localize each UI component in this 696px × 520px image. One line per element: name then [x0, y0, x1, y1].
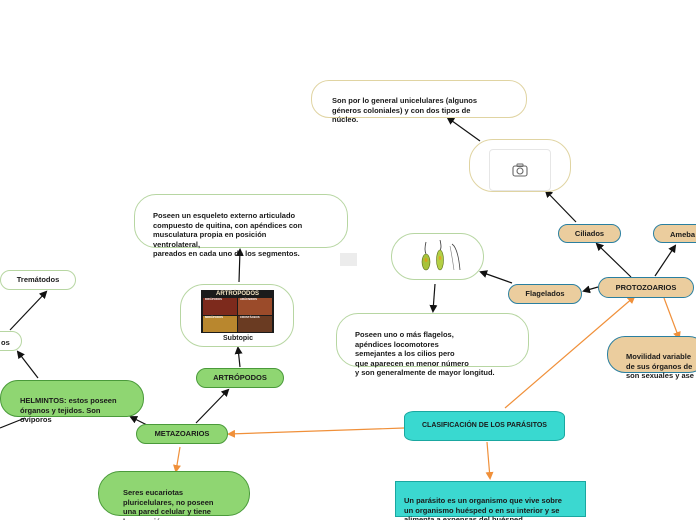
image-placeholder	[489, 149, 551, 191]
link-root-protozoarios	[504, 295, 636, 409]
artropodos-picture: ARTRÓPODOS DIRÁPODOS ARÁCNIDOS MIRIÁPODO…	[201, 290, 274, 333]
artropodos-label: ARTRÓPODOS	[213, 373, 267, 383]
helmintos-text: HELMINTOS: estos poseen órganos y tejido…	[20, 396, 117, 425]
metazoarios-description-text: Seres eucariotas pluricelulares, no pose…	[123, 488, 214, 520]
flagelados-description-node[interactable]: Poseen uno o más flagelos, apéndices loc…	[336, 313, 529, 377]
link-ciliados-image-desc	[446, 116, 481, 142]
artropodos-image-node[interactable]: ARTRÓPODOS DIRÁPODOS ARÁCNIDOS MIRIÁPODO…	[180, 284, 294, 347]
flagelados-description-text: Poseen uno o más flagelos, apéndices loc…	[355, 330, 495, 377]
picture-cell-1: DIRÁPODOS	[203, 297, 237, 315]
link-ciliados-image	[544, 189, 577, 223]
link-root-definition	[485, 441, 494, 480]
ciliados-image-node[interactable]	[469, 139, 571, 192]
picture-cell-2: ARÁCNIDOS	[238, 297, 272, 315]
artropodos-description-text: Poseen un esqueleto externo articulado c…	[153, 211, 303, 258]
metazoarios-label: METAZOARIOS	[154, 429, 210, 439]
link-partial-trematodos	[9, 290, 48, 331]
camera-icon	[512, 163, 528, 177]
ciliados-description-text: Son por lo general unicelulares (algunos…	[332, 96, 478, 125]
link-flagelados-image	[479, 270, 513, 284]
root-label: CLASIFICACIÓN DE LOS PARÁSITOS	[422, 421, 547, 429]
protozoarios-note-text: Movilidad variable de sus órganos de son…	[626, 352, 694, 381]
helmintos-partial-label: os	[1, 338, 10, 347]
helmintos-node[interactable]: HELMINTOS: estos poseen órganos y tejido…	[0, 380, 144, 424]
flagelados-node[interactable]: Flagelados	[508, 284, 582, 304]
ciliados-node[interactable]: Ciliados	[558, 224, 621, 243]
protozoarios-label: PROTOZOARIOS	[615, 282, 677, 292]
trematodos-label: Tremátodos	[16, 275, 60, 285]
picture-cell-3: MIRIÁPODOS	[203, 314, 237, 332]
ciliados-description-node[interactable]: Son por lo general unicelulares (algunos…	[311, 80, 527, 124]
link-helmintos-offscreen	[0, 417, 26, 429]
link-metazoarios-helmintos	[129, 416, 148, 426]
picture-cell-label: DIRÁPODOS	[205, 297, 222, 301]
protozoarios-node[interactable]: PROTOZOARIOS	[598, 277, 694, 298]
link-metazoarios-description	[173, 446, 181, 473]
amebas-label: Ameba	[670, 230, 696, 239]
root-node[interactable]: CLASIFICACIÓN DE LOS PARÁSITOS	[404, 411, 565, 441]
flagellate-illustration	[421, 240, 461, 271]
link-root-metazoarios	[227, 427, 405, 438]
artropodos-description-node[interactable]: Poseen un esqueleto externo articulado c…	[134, 194, 348, 258]
flagelados-label: Flagelados	[525, 289, 565, 299]
link-metazoarios-artropodos	[195, 388, 230, 424]
picture-cell-4: CRUSTÁCEOS	[238, 314, 272, 332]
picture-cell-label: ARÁCNIDOS	[240, 297, 257, 301]
definition-text: Un parásito es un organismo que vive sob…	[404, 496, 562, 520]
artropodos-picture-title: ARTRÓPODOS	[215, 291, 259, 297]
metazoarios-node[interactable]: METAZOARIOS	[136, 424, 228, 444]
link-artropodos-image	[234, 346, 243, 368]
amebas-node[interactable]: Ameba	[653, 224, 696, 243]
subtopic-label: Subtopic	[223, 335, 253, 342]
placeholder-square	[340, 253, 357, 266]
helmintos-partial-node[interactable]: os	[0, 331, 22, 351]
picture-cell-label: MIRIÁPODOS	[205, 314, 224, 319]
ciliados-label: Ciliados	[574, 228, 605, 238]
link-artropodos-desc	[235, 248, 244, 283]
definition-node[interactable]: Un parásito es un organismo que vive sob…	[395, 481, 586, 520]
flagelados-image-node[interactable]	[391, 233, 484, 280]
metazoarios-description-node[interactable]: Seres eucariotas pluricelulares, no pose…	[98, 471, 250, 520]
link-protozoarios-flagelados	[582, 285, 599, 294]
link-protozoarios-ciliados	[595, 242, 632, 278]
artropodos-node[interactable]: ARTRÓPODOS	[196, 368, 284, 388]
trematodos-node[interactable]: Tremátodos	[0, 270, 76, 290]
link-protozoarios-note	[663, 297, 681, 340]
link-protozoarios-amebas	[654, 244, 677, 277]
picture-cell-label: CRUSTÁCEOS	[240, 314, 260, 319]
protozoarios-note-node[interactable]: Movilidad variable de sus órganos de son…	[607, 336, 696, 380]
link-helmintos-partial	[16, 350, 39, 379]
link-flagelados-desc	[429, 283, 438, 313]
